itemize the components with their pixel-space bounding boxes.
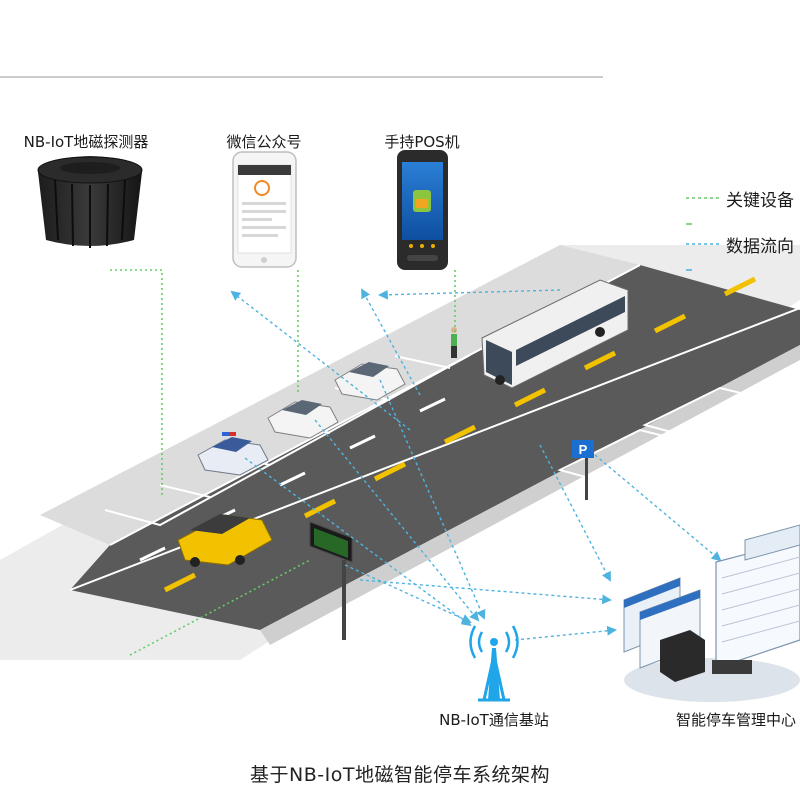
legend-swatches bbox=[686, 197, 722, 271]
pos-label: 手持POS机 bbox=[384, 133, 460, 151]
detector-label: NB-IoT地磁探测器 bbox=[23, 133, 149, 151]
flow-to-pos bbox=[378, 289, 561, 300]
legend-key-device: 关键设备 bbox=[726, 191, 794, 211]
data-flow-arrows bbox=[230, 288, 722, 641]
parking-bays-right bbox=[557, 386, 793, 494]
detector-icon bbox=[37, 156, 143, 248]
legend-data-flow: 数据流向 bbox=[726, 237, 794, 257]
base-station-label: NB-IoT通信基站 bbox=[439, 711, 549, 729]
parked-car-white-2 bbox=[334, 362, 406, 401]
flow-display-center bbox=[359, 579, 612, 605]
parking-sign-text: P bbox=[579, 442, 588, 457]
center-label: 智能停车管理中心 bbox=[676, 711, 797, 729]
city-bus bbox=[481, 279, 629, 389]
smartphone-icon bbox=[232, 151, 297, 268]
parked-car-police bbox=[197, 432, 269, 476]
antenna-tower-icon bbox=[469, 625, 519, 702]
yellow-van bbox=[177, 514, 273, 567]
parked-car-white-1 bbox=[267, 400, 339, 439]
sidewalk-upper bbox=[40, 245, 640, 545]
pos-terminal-icon bbox=[397, 150, 448, 270]
wechat-label: 微信公众号 bbox=[226, 133, 302, 151]
parking-sign-icon: P bbox=[572, 440, 594, 500]
pedestrian bbox=[451, 327, 457, 358]
diagram-caption: 基于NB-IoT地磁智能停车系统架构 bbox=[250, 764, 550, 786]
key-device-lines bbox=[110, 269, 456, 656]
computer-cluster-icon bbox=[623, 524, 800, 702]
display-board bbox=[309, 521, 353, 640]
